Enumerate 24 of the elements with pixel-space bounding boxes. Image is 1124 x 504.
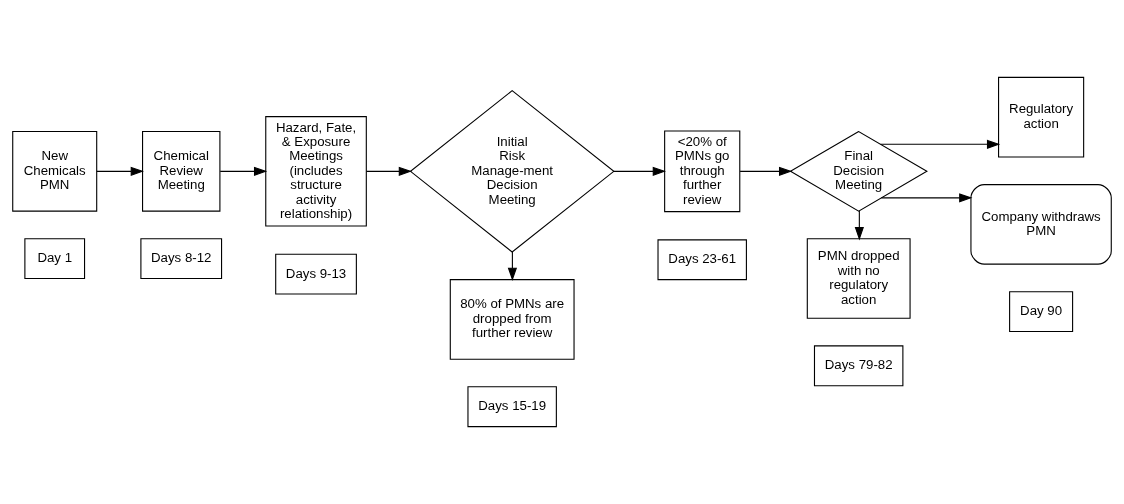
node-box: Days 15-19 — [467, 386, 557, 428]
node-box: Days 8-12 — [140, 238, 223, 280]
node-box: 80% of PMNs are dropped from further review — [449, 279, 575, 360]
arrow — [219, 166, 268, 176]
node-box: PMN dropped with no regulatory action — [806, 238, 911, 319]
node-box: Days 79-82 — [813, 345, 904, 387]
arrow — [366, 166, 412, 176]
node-box: Regulatory action — [998, 76, 1085, 158]
node-box: Hazard, Fate, & Exposure Meetings (includes structure activity relationship) — [265, 116, 367, 227]
node-box: New Chemicals PMN — [12, 131, 98, 212]
node-box: <20% of PMNs go through further review — [664, 130, 741, 213]
arrow — [613, 166, 666, 176]
arrow — [96, 166, 144, 176]
node-box: Day 1 — [24, 238, 86, 280]
node-diamond: Initial Risk Manage-ment Decision Meeting — [409, 89, 615, 253]
arrow — [880, 139, 1001, 149]
node-box: Days 9-13 — [275, 253, 357, 295]
node-box: Company withdraws PMN — [970, 184, 1112, 265]
node-box: Days 23-61 — [657, 239, 747, 281]
arrow — [739, 166, 793, 176]
arrow — [880, 193, 973, 203]
node-box: Day 90 — [1009, 291, 1074, 333]
node-diamond: Final Decision Meeting — [789, 130, 928, 212]
node-box: Chemical Review Meeting — [142, 131, 221, 212]
